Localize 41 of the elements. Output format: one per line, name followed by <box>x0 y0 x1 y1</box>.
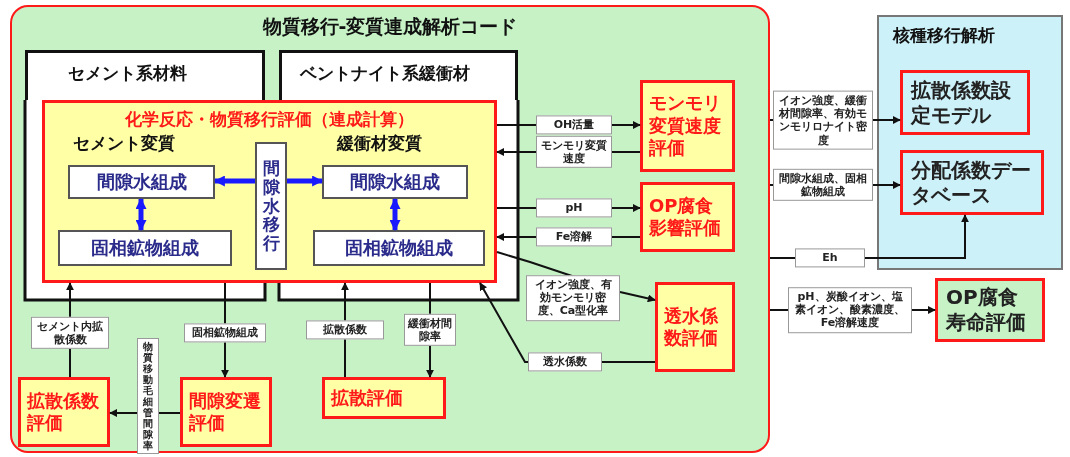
process-box: 拡散係数設定モデル <box>900 70 1030 135</box>
edge-label: セメント内拡散係数 <box>31 316 109 350</box>
process-box: 間隙水組成 <box>322 165 468 199</box>
process-box: 拡散評価 <box>322 377 446 419</box>
process-box: OP腐食影響評価 <box>640 182 735 252</box>
panel <box>10 5 770 453</box>
process-box: モンモリ変質速度評価 <box>640 80 735 172</box>
edge-label: pH <box>536 198 612 218</box>
process-box: 固相鉱物組成 <box>58 230 232 266</box>
edge-label: イオン強度、有効モンモリ密度、Ca型化率 <box>526 275 620 321</box>
edge-label: pH、炭酸イオン、塩素イオン、酸素濃度、Fe溶解速度 <box>788 287 912 333</box>
edge-label: OH活量 <box>536 115 612 135</box>
edge-label: モンモリ変質速度 <box>536 135 612 169</box>
process-box: 透水係数評価 <box>655 282 735 372</box>
process-box: 間隙水組成 <box>68 165 215 199</box>
heading: 物質移行-変質連成解析コード <box>261 15 519 39</box>
process-box: 分配係数データベース <box>900 150 1044 215</box>
section-box <box>279 50 518 100</box>
heading: 核種移行解析 <box>893 25 995 47</box>
heading: 緩衝材変質 <box>337 133 422 155</box>
edge-label: 物質移動毛細管間隙率 <box>137 338 159 454</box>
process-panel <box>42 100 497 283</box>
edge-label: 緩衝材間隙率 <box>404 313 456 347</box>
process-box: 間隙変遷評価 <box>180 377 272 447</box>
process-box: 固相鉱物組成 <box>313 230 485 266</box>
edge-label: イオン強度、緩衝材間隙率、有効モンモリロナイト密度 <box>773 90 873 150</box>
edge-label: 拡散係数 <box>306 320 384 340</box>
process-box: 拡散係数評価 <box>18 377 110 447</box>
panel <box>877 15 1063 270</box>
heading: 化学反応・物質移行評価（連成計算） <box>124 109 415 131</box>
edge-label: 間隙水組成、固相鉱物組成 <box>773 168 873 202</box>
edge-label: Fe溶解 <box>536 227 612 247</box>
heading: ベントナイト系緩衝材 <box>300 63 470 85</box>
heading: セメント系材料 <box>68 63 187 85</box>
heading: セメント変質 <box>73 133 175 155</box>
edge-label: 固相鉱物組成 <box>184 323 266 343</box>
section-box <box>25 50 265 100</box>
process-box: OP腐食寿命評価 <box>935 278 1045 342</box>
edge-label: Eh <box>795 248 865 268</box>
process-box: 間隙水移行 <box>255 142 287 270</box>
edge-label: 透水係数 <box>528 352 602 372</box>
